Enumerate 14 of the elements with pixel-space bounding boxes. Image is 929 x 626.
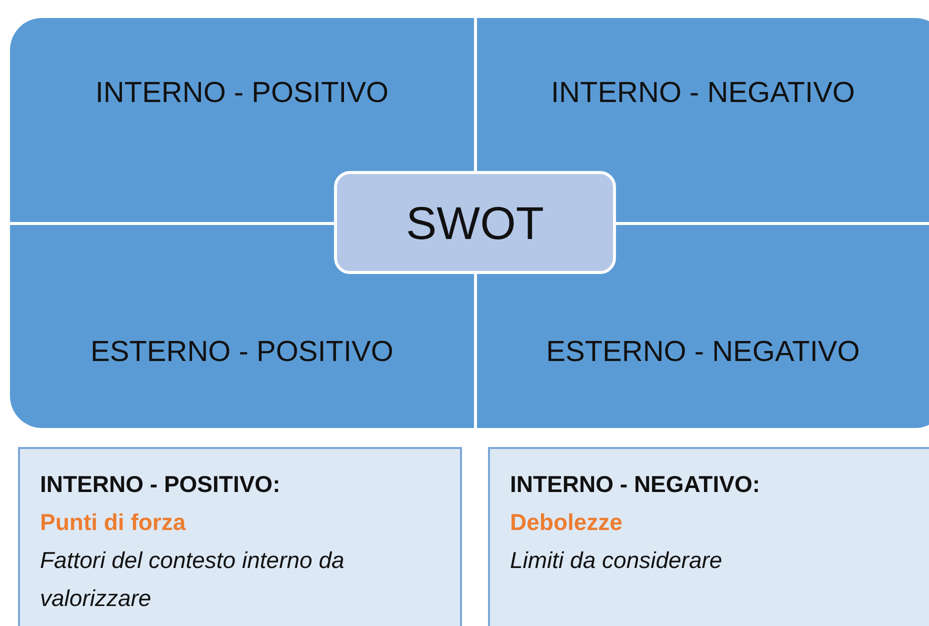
card-heading: INTERNO - POSITIVO: — [40, 470, 282, 499]
card-subheading: Debolezze — [510, 508, 624, 537]
quadrant-label: INTERNO - POSITIVO — [95, 76, 389, 111]
quadrant-label: ESTERNO - NEGATIVO — [546, 335, 860, 370]
card-heading: INTERNO - NEGATIVO: — [510, 470, 762, 499]
card-description: Limiti da considerare — [510, 546, 724, 575]
quadrant-label: INTERNO - NEGATIVO — [551, 76, 855, 111]
description-card — [488, 447, 929, 626]
center-box — [334, 171, 616, 274]
quadrant-label: ESTERNO - POSITIVO — [90, 335, 394, 370]
description-card — [18, 447, 462, 626]
center-label: SWOT — [406, 196, 544, 250]
card-subheading: Punti di forza — [40, 508, 187, 537]
card-description: Fattori del contesto interno da valorizzare — [40, 546, 346, 613]
